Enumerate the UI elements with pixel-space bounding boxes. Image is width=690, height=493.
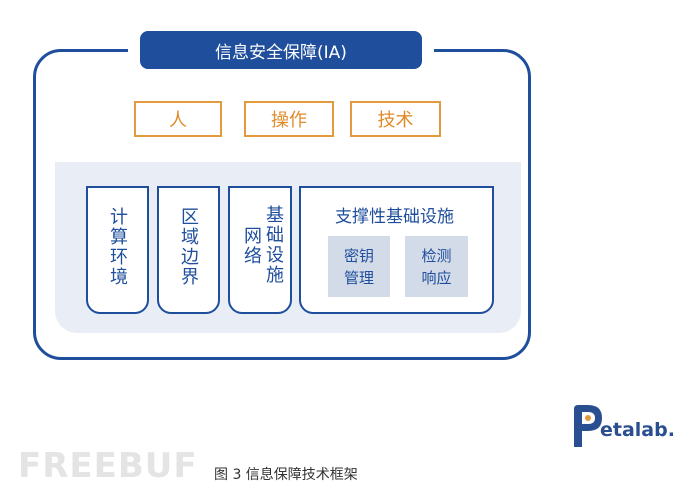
supporting-infrastructure-title: 支撑性基础设施: [335, 207, 454, 227]
pillar-people-label: 人: [169, 110, 187, 131]
card-network-infrastructure: 基础设施 网络: [228, 186, 292, 314]
diagram-title: 信息安全保障(IA): [140, 31, 422, 69]
pillar-operations-label: 操作: [271, 110, 307, 131]
card-supporting-infrastructure: 支撑性基础设施 密钥 管理 检测 响应: [299, 186, 494, 314]
network-infra-label-1: 基础设施: [263, 205, 284, 285]
detection-response-line2: 响应: [421, 268, 452, 287]
computing-environment-label: 计算环境: [107, 207, 128, 287]
petalab-logo-text: etalab.: [600, 419, 675, 441]
pillar-operations: 操作: [244, 101, 334, 137]
diagram-title-text: 信息安全保障(IA): [215, 42, 347, 63]
petalab-p-icon: [574, 405, 602, 447]
figure-caption: 图 3 信息保障技术框架: [214, 467, 358, 483]
petalab-logo: [566, 401, 684, 451]
freebuf-watermark: FREEBUF: [18, 446, 198, 486]
enclave-boundary-label: 区域边界: [178, 207, 199, 287]
key-management-box: 密钥 管理: [328, 236, 390, 297]
pillar-technology: 技术: [350, 101, 441, 137]
pillar-technology-label: 技术: [377, 110, 414, 131]
network-infra-label-2: 网络: [241, 226, 262, 266]
pillar-people: 人: [134, 101, 222, 137]
card-computing-environment: 计算环境: [86, 186, 149, 314]
card-enclave-boundary: 区域边界: [157, 186, 220, 314]
detection-response-line1: 检测: [421, 246, 452, 265]
key-management-line1: 密钥: [343, 246, 374, 265]
detection-response-box: 检测 响应: [405, 236, 468, 297]
key-management-line2: 管理: [343, 268, 374, 287]
